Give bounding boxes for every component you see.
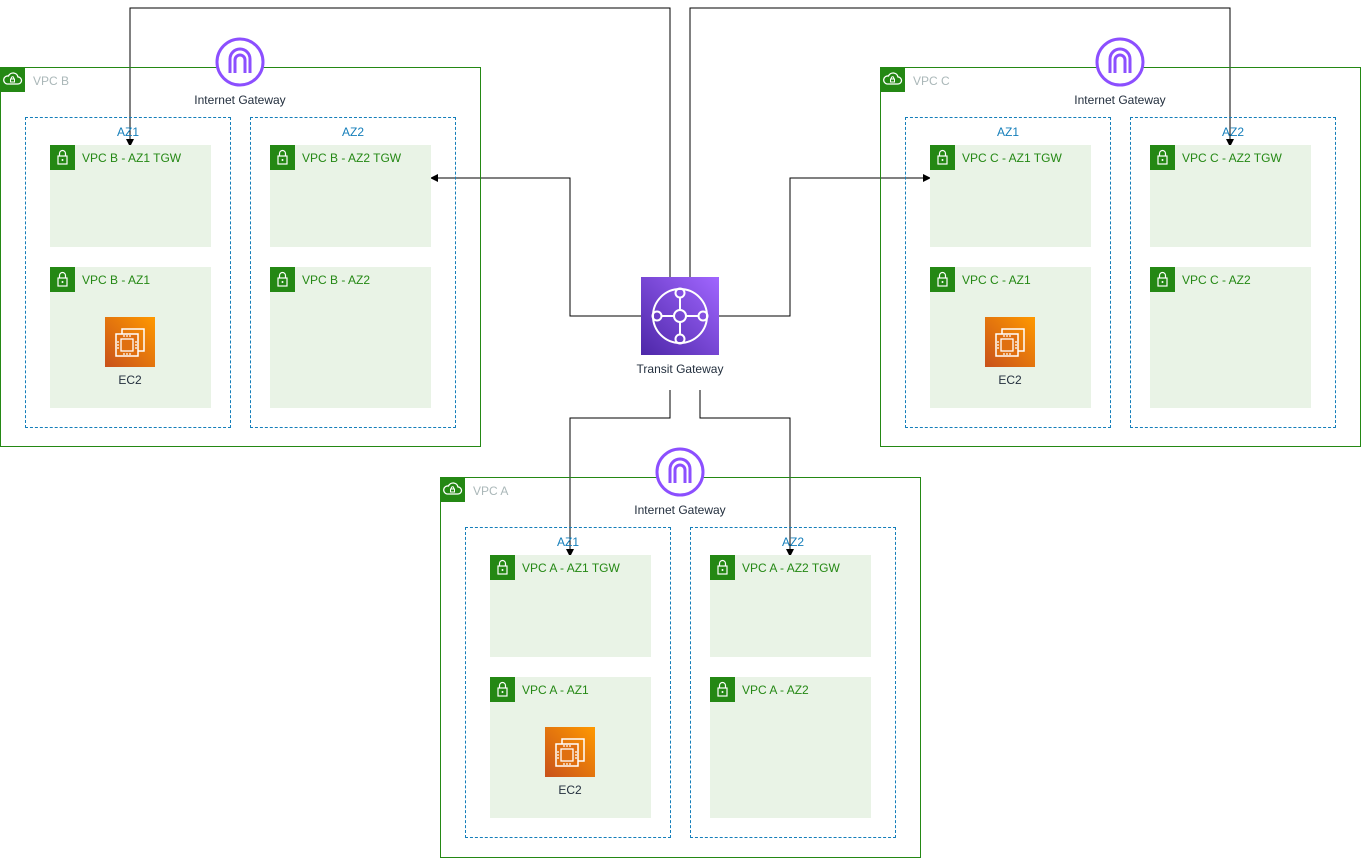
vpc-c-igw-label: Internet Gateway — [1074, 93, 1166, 107]
vpc-a-az2-zone: AZ2 — [690, 527, 896, 838]
ec2-icon — [545, 727, 595, 777]
vpc-c-az2-subnet: VPC C - AZ2 — [1150, 267, 1311, 408]
padlock-icon — [930, 267, 955, 292]
vpc-a-az2-subnet: VPC A - AZ2 — [710, 677, 871, 818]
vpc-c-az2-label: AZ2 — [1221, 125, 1244, 139]
vpc-c-az1-subnet: VPC C - AZ1 — [930, 267, 1091, 408]
vpc-b-az2-label: AZ2 — [341, 125, 364, 139]
padlock-icon — [930, 145, 955, 170]
vpc-a-az2-label-text: VPC A - AZ2 — [742, 683, 809, 697]
vpc-a-az2-tgw-subnet: VPC A - AZ2 TGW — [710, 555, 871, 657]
padlock-icon — [50, 145, 75, 170]
internet-gateway-icon — [215, 37, 265, 87]
vpc-b-az2-tgw-label: VPC B - AZ2 TGW — [302, 151, 402, 165]
vpc-b-az1-label: AZ1 — [116, 125, 139, 139]
padlock-icon — [710, 555, 735, 580]
vpc-a-igw-label: Internet Gateway — [634, 503, 726, 517]
padlock-icon — [50, 267, 75, 292]
internet-gateway-icon — [1095, 37, 1145, 87]
vpc-a-az1-label-text: VPC A - AZ1 — [522, 683, 589, 697]
vpc-b-igw-label: Internet Gateway — [194, 93, 286, 107]
padlock-icon — [490, 677, 515, 702]
transit-gateway-icon — [641, 277, 719, 355]
vpc-b-az1-zone: AZ1 — [25, 117, 231, 428]
ec2-icon — [985, 317, 1035, 367]
vpc-c-ec2-label: EC2 — [998, 373, 1022, 387]
vpc-c-label: VPC C — [913, 74, 950, 88]
vpc-b-az2-subnet: VPC B - AZ2 — [270, 267, 431, 408]
vpc-c-az2-tgw-label: VPC C - AZ2 TGW — [1182, 151, 1282, 165]
padlock-icon — [490, 555, 515, 580]
vpc-b-az1-label-text: VPC B - AZ1 — [82, 273, 151, 287]
vpc-b-label: VPC B — [33, 74, 70, 88]
vpc-a-ec2-label: EC2 — [558, 783, 582, 797]
padlock-icon — [1150, 267, 1175, 292]
vpc-c-az1-tgw-label: VPC C - AZ1 TGW — [962, 151, 1062, 165]
vpc-a-label: VPC A — [473, 484, 509, 498]
vpc-a-az1-tgw-label: VPC A - AZ1 TGW — [522, 561, 620, 575]
padlock-icon — [710, 677, 735, 702]
padlock-icon — [270, 267, 295, 292]
vpc-a-az1-zone: AZ1 — [465, 527, 671, 838]
vpc-c-az2-tgw-subnet: VPC C - AZ2 TGW — [1150, 145, 1311, 247]
vpc-b-az2-label-text: VPC B - AZ2 — [302, 273, 371, 287]
transit-gateway-label: Transit Gateway — [636, 362, 724, 376]
vpc-a-az1-label: AZ1 — [556, 535, 579, 549]
vpc-cloud-icon — [440, 477, 465, 502]
vpc-a-az2-label: AZ2 — [781, 535, 804, 549]
internet-gateway-icon — [655, 447, 705, 497]
vpc-a-az2-tgw-label: VPC A - AZ2 TGW — [742, 561, 840, 575]
vpc-a-az1-tgw-subnet: VPC A - AZ1 TGW — [490, 555, 651, 657]
vpc-c-az1-label-text: VPC C - AZ1 — [962, 273, 1031, 287]
vpc-c-az1-zone: AZ1 — [905, 117, 1111, 428]
vpc-c-az2-zone: AZ2 — [1130, 117, 1336, 428]
vpc-b-az1-tgw-label: VPC B - AZ1 TGW — [82, 151, 182, 165]
vpc-c-az1-tgw-subnet: VPC C - AZ1 TGW — [930, 145, 1091, 247]
vpc-c-az2-label-text: VPC C - AZ2 — [1182, 273, 1251, 287]
vpc-cloud-icon — [880, 67, 905, 92]
padlock-icon — [270, 145, 295, 170]
vpc-b-az2-tgw-subnet: VPC B - AZ2 TGW — [270, 145, 431, 247]
vpc-c-az1-label: AZ1 — [996, 125, 1019, 139]
ec2-icon — [105, 317, 155, 367]
vpc-cloud-icon — [0, 67, 25, 92]
vpc-b-az2-zone: AZ2 — [250, 117, 456, 428]
vpc-b-ec2-label: EC2 — [118, 373, 142, 387]
vpc-b-az1-tgw-subnet: VPC B - AZ1 TGW — [50, 145, 211, 247]
padlock-icon — [1150, 145, 1175, 170]
